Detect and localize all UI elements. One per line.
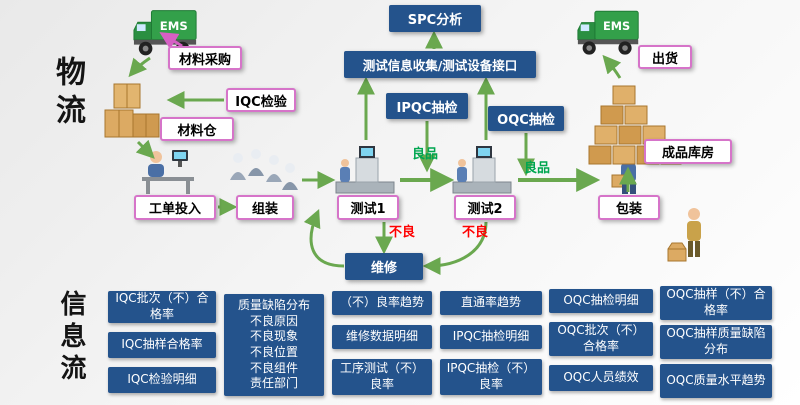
test-station-1-icon <box>335 146 395 194</box>
info-box: OQC抽样（不）合格率 <box>660 286 772 320</box>
info-col-defect: 质量缺陷分布 不良原因 不良现象 不良位置 不良组件 责任部门 <box>224 294 324 396</box>
node-material-purchase: 材料采购 <box>168 46 242 70</box>
operator-desk-icon <box>142 150 194 194</box>
defect-line: 不良位置 <box>249 345 298 359</box>
node-finished-warehouse: 成品库房 <box>644 139 732 164</box>
node-assembly: 组装 <box>236 195 294 220</box>
info-box: OQC抽样质量缺陷分布 <box>660 325 772 359</box>
test-station-2-icon <box>452 146 512 194</box>
info-box: （不）良率趋势 <box>332 291 432 315</box>
info-box: OQC质量水平趋势 <box>660 364 772 398</box>
ems-truck-outbound-icon: EMS <box>577 10 639 55</box>
node-material-warehouse: 材料仓 <box>160 117 234 141</box>
defect-line: 不良原因 <box>249 313 298 328</box>
info-box: 维修数据明细 <box>332 325 432 349</box>
info-box: IPQC抽检（不）良率 <box>440 359 542 395</box>
info-box: IQC检验明细 <box>108 367 216 393</box>
node-spc-analysis: SPC分析 <box>389 5 481 32</box>
node-shipment: 出货 <box>638 45 692 69</box>
defect-line: 责任部门 <box>249 376 298 391</box>
node-test1: 测试1 <box>337 195 399 220</box>
info-box: IQC批次（不）合格率 <box>108 291 216 323</box>
warehouse-worker-icon <box>667 208 701 262</box>
defect-line: 不良现象 <box>249 329 298 344</box>
material-boxes-icon <box>104 83 160 138</box>
lane-label-material-flow: 物流 <box>50 56 85 132</box>
finished-goods-stack-icon <box>588 85 682 165</box>
node-test2: 测试2 <box>454 195 516 220</box>
info-box: 工序测试（不）良率 <box>332 359 432 395</box>
node-packaging: 包装 <box>598 195 660 220</box>
ems-logo-text: EMS <box>160 19 188 33</box>
node-repair: 维修 <box>345 253 423 280</box>
edge-label-bad-2: 不良 <box>462 225 489 240</box>
node-oqc-sampling: OQC抽检 <box>488 106 564 131</box>
info-box: IQC抽样合格率 <box>108 332 216 358</box>
edge-label-good-2: 良品 <box>524 161 551 176</box>
node-ipqc-sampling: IPQC抽检 <box>386 93 468 119</box>
defect-line: 不良组件 <box>249 360 298 375</box>
info-box: OQC人员绩效 <box>549 365 653 391</box>
info-box: OQC抽检明细 <box>549 289 653 313</box>
assembly-workers-icon <box>230 149 298 190</box>
info-box: OQC批次（不）合格率 <box>549 322 653 356</box>
info-box: IPQC抽检明细 <box>440 325 542 349</box>
node-iqc-inspection: IQC检验 <box>226 88 296 112</box>
info-box-defect-distribution: 质量缺陷分布 不良原因 不良现象 不良位置 不良组件 责任部门 <box>224 294 324 396</box>
info-col-ipqc: 直通率趋势 IPQC抽检明细 IPQC抽检（不）良率 <box>440 291 542 395</box>
edge-label-bad-1: 不良 <box>389 225 416 240</box>
info-box: 直通率趋势 <box>440 291 542 315</box>
info-col-oqc-2: OQC抽样（不）合格率 OQC抽样质量缺陷分布 OQC质量水平趋势 <box>660 286 772 398</box>
defect-line: 质量缺陷分布 <box>237 298 310 313</box>
info-col-iqc: IQC批次（不）合格率 IQC抽样合格率 IQC检验明细 <box>108 291 216 393</box>
node-test-info-interface: 测试信息收集/测试设备接口 <box>344 51 536 78</box>
info-col-yield: （不）良率趋势 维修数据明细 工序测试（不）良率 <box>332 291 432 395</box>
edge-label-good-1: 良品 <box>412 147 439 162</box>
lane-label-info-flow: 信息流 <box>56 290 86 386</box>
ems-logo-text: EMS <box>603 20 630 33</box>
info-col-oqc-1: OQC抽检明细 OQC批次（不）合格率 OQC人员绩效 <box>549 289 653 391</box>
node-work-order: 工单投入 <box>134 195 216 220</box>
